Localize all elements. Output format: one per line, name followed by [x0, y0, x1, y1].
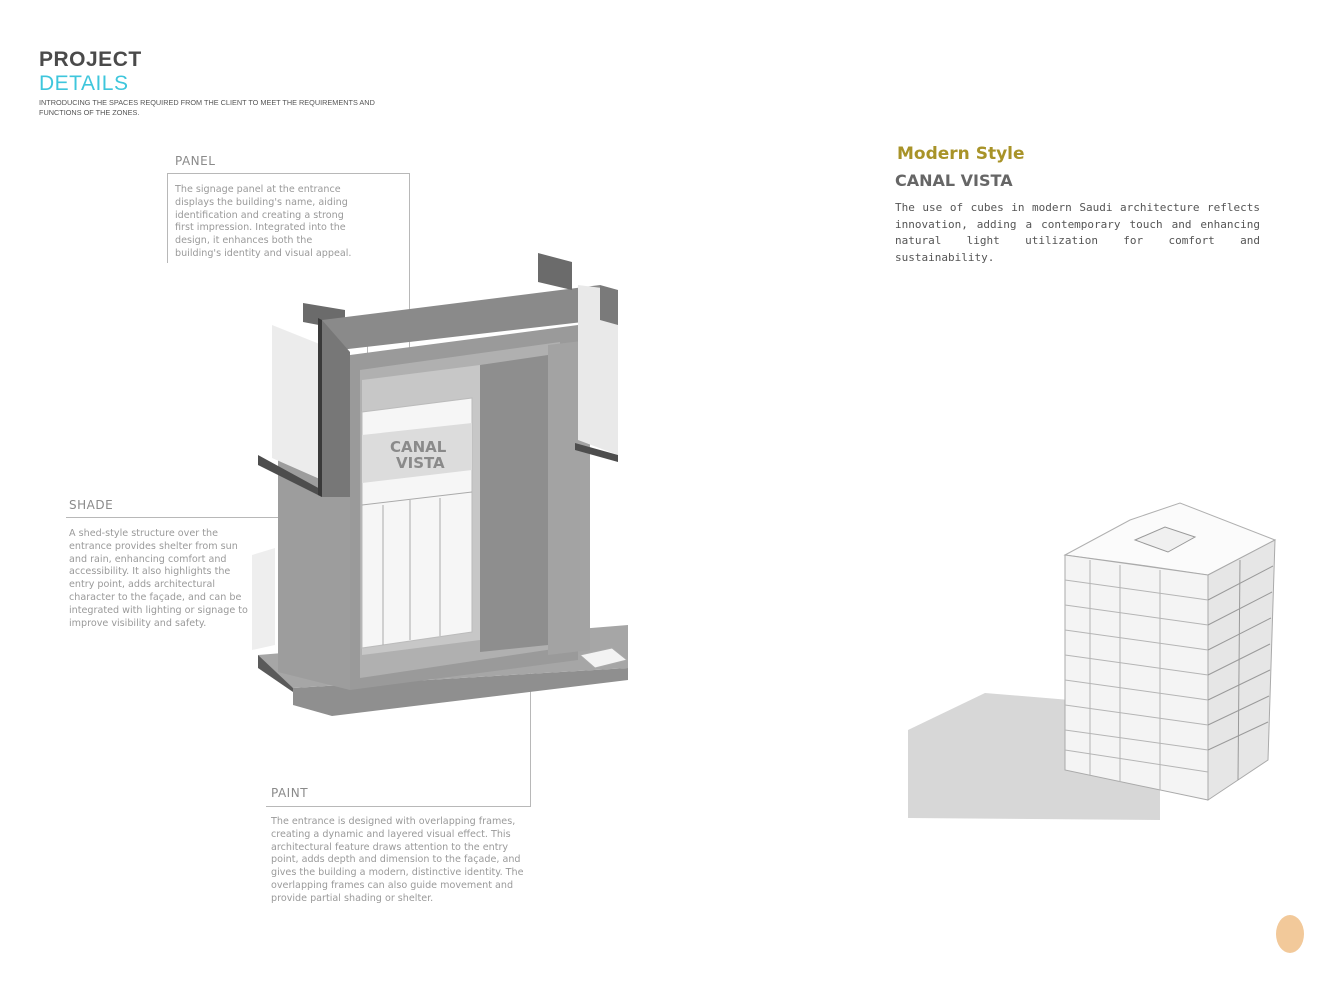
right-column-cap	[538, 253, 572, 290]
facade-left	[1064, 554, 1209, 801]
paint-leader-horizontal	[266, 806, 531, 807]
top-beam-front	[322, 285, 600, 352]
planter	[578, 647, 629, 669]
roof-box	[1133, 526, 1197, 553]
page-intro: INTRODUCING THE SPACES REQUIRED FROM THE…	[39, 98, 375, 117]
left-white-block	[272, 325, 322, 480]
sign-text-line1: CANAL	[390, 438, 447, 456]
page-marker	[1276, 915, 1304, 953]
entrance-illustration: CANAL VISTA	[252, 253, 629, 716]
frame-depth-right	[480, 355, 548, 652]
paint-heading: PAINT	[271, 786, 309, 800]
sign-panel	[362, 423, 472, 483]
right-white-block	[578, 285, 618, 455]
shade-heading: SHADE	[69, 498, 114, 512]
backdrop-plane-left	[252, 548, 275, 650]
shade-text: A shed-style structure over the entrance…	[69, 528, 248, 629]
panel-text: The signage panel at the entrance displa…	[175, 184, 352, 259]
top-beam-side	[322, 320, 350, 497]
style-title: Modern Style	[897, 144, 1025, 164]
door-transom	[361, 491, 473, 506]
paint-text: The entrance is designed with overlappin…	[271, 816, 524, 904]
sign-text-line2: VISTA	[396, 454, 445, 472]
building-illustration	[908, 502, 1277, 820]
floor-lines-right	[1207, 559, 1274, 781]
page-title-line2: DETAILS	[39, 72, 129, 95]
page-title-line1: PROJECT	[39, 48, 142, 71]
floor-lines-left	[1064, 560, 1209, 790]
shade-slab-left	[258, 455, 322, 497]
base-platform-edge	[258, 655, 293, 692]
left-pier	[278, 460, 350, 690]
panel-heading: PANEL	[175, 154, 216, 168]
base-platform-front	[293, 668, 628, 716]
style-subtitle: CANAL VISTA	[895, 171, 1013, 190]
panel-leader-horizontal	[167, 173, 410, 174]
frame-edge	[318, 318, 322, 497]
panel-text-rule	[167, 173, 168, 263]
right-beam-end	[600, 285, 618, 325]
shade-slab-right	[575, 443, 618, 462]
shade-leader-horizontal	[66, 517, 368, 518]
style-description: The use of cubes in modern Saudi archite…	[895, 201, 1260, 264]
